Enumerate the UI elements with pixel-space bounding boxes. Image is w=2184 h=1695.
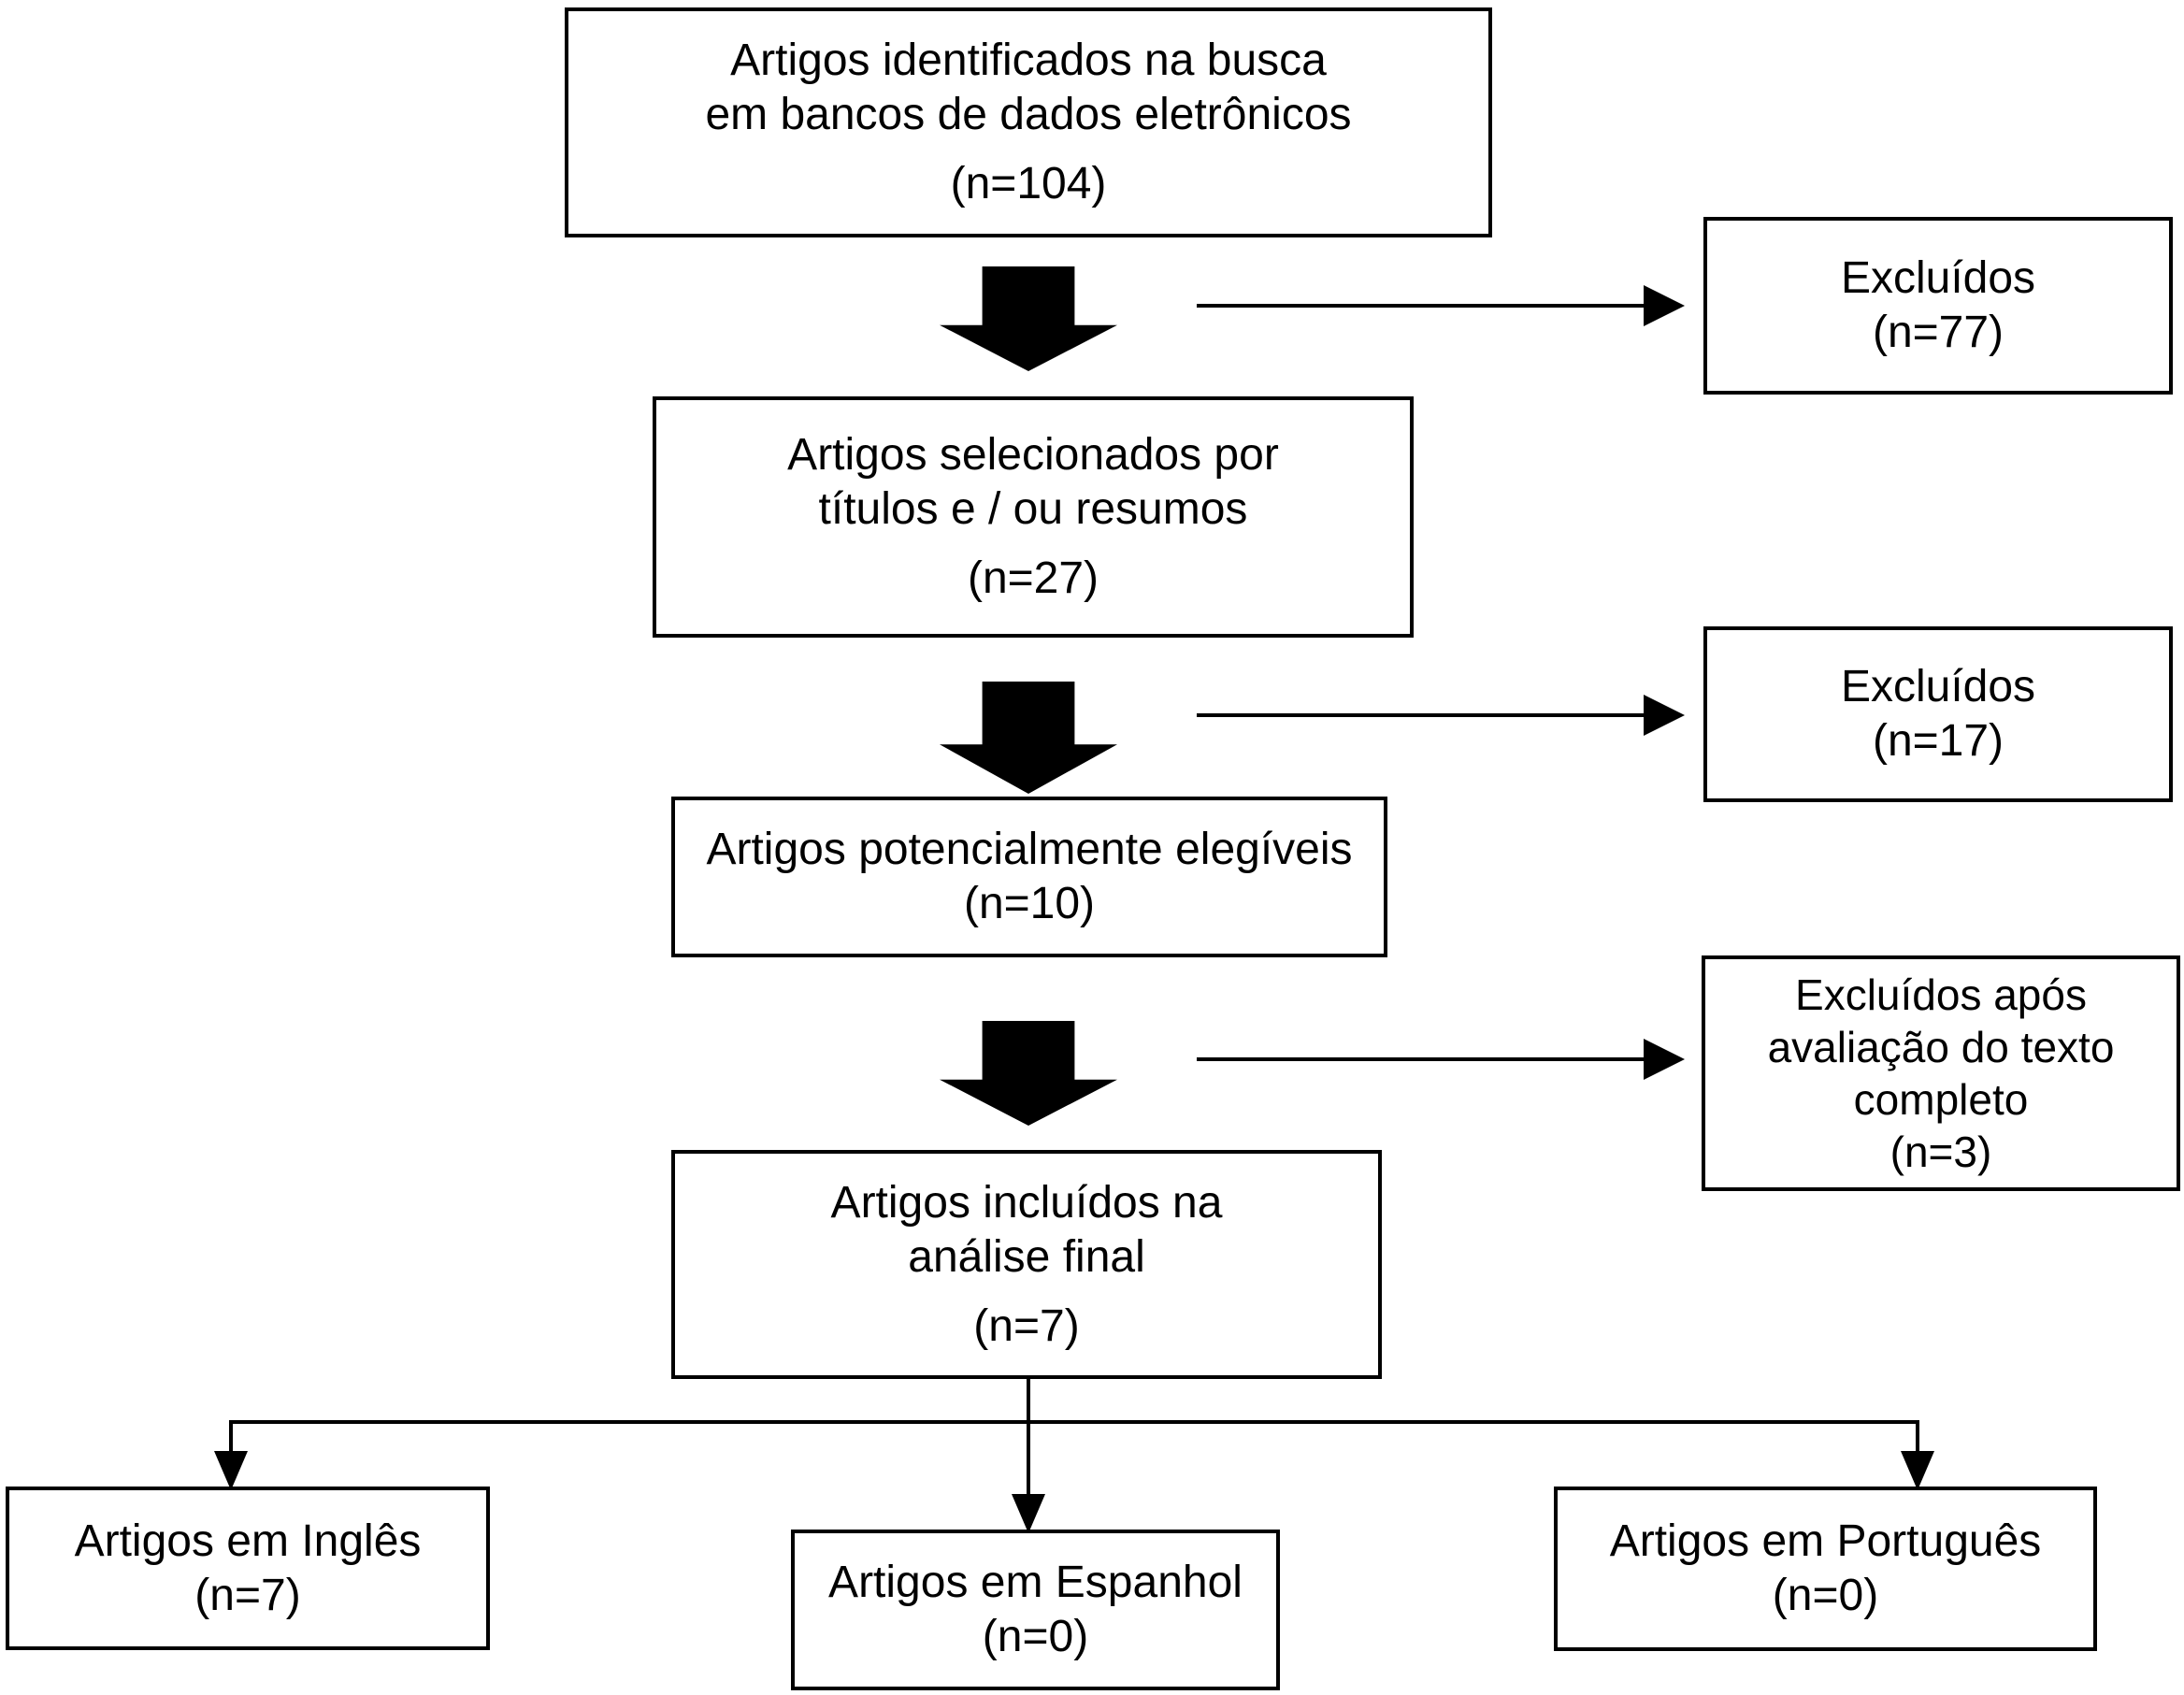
box-text-line: Artigos em Espanhol [828,1558,1243,1607]
right-arrow-excluded-3 [1197,1039,1685,1080]
box-text-line: Artigos em Português [1609,1516,2042,1566]
box-text-line: completo [1853,1075,2029,1124]
count-label: (n=10) [963,879,1096,928]
down-block-arrow-icon [940,266,1117,371]
box-text-line: Artigos potencialmente elegíveis [706,825,1353,874]
count-label: (n=0) [1772,1571,1879,1620]
box-text-line: Artigos identificados na busca [730,36,1327,85]
down-arrowhead-icon [1012,1494,1045,1533]
box-articles-identified: Artigos identificados na busca em bancos… [565,7,1492,237]
count-label: (n=27) [967,553,1099,603]
box-text-line: Excluídos após [1795,970,2087,1019]
box-articles-spanish: Artigos em Espanhol (n=0) [791,1530,1280,1690]
box-excluded-after-fulltext: Excluídos após avaliação do texto comple… [1702,955,2180,1191]
right-arrow-excluded-1 [1197,285,1685,326]
box-text-line: títulos e / ou resumos [818,484,1248,534]
box-text-line: Excluídos [1840,662,2036,711]
down-arrowhead-icon [214,1451,248,1490]
down-block-arrow-icon [940,1021,1117,1126]
box-excluded-after-titles: Excluídos (n=17) [1703,626,2173,802]
count-label: (n=104) [950,159,1107,208]
count-label: (n=0) [982,1612,1089,1661]
count-label: (n=77) [1872,308,2004,357]
right-arrowhead-icon [1644,1039,1685,1080]
down-block-arrow-icon [940,682,1117,794]
count-label: (n=7) [194,1570,301,1620]
right-arrowhead-icon [1644,285,1685,326]
box-text-line: Artigos incluídos na [830,1177,1223,1228]
box-excluded-after-search: Excluídos (n=77) [1703,217,2173,395]
down-arrowhead-icon [1901,1451,1934,1490]
box-articles-portuguese: Artigos em Português (n=0) [1554,1487,2097,1651]
box-articles-included: Artigos incluídos na análise final (n=7) [671,1150,1382,1379]
box-text-line: em bancos de dados eletrônicos [705,90,1352,139]
box-text-line: Artigos em Inglês [74,1515,422,1566]
box-text-line: análise final [908,1231,1145,1282]
box-text-line: Excluídos [1840,253,2036,303]
count-label: (n=17) [1872,716,2004,766]
count-label: (n=3) [1889,1128,1992,1176]
count-label: (n=7) [973,1300,1080,1351]
right-arrowhead-icon [1644,695,1685,736]
box-articles-eligible: Artigos potencialmente elegíveis (n=10) [671,797,1387,957]
box-articles-english: Artigos em Inglês (n=7) [6,1487,490,1650]
box-text-line: avaliação do texto [1767,1023,2115,1071]
box-text-line: Artigos selecionados por [787,430,1279,480]
box-articles-selected: Artigos selecionados por títulos e / ou … [653,396,1414,638]
right-arrow-excluded-2 [1197,695,1685,736]
